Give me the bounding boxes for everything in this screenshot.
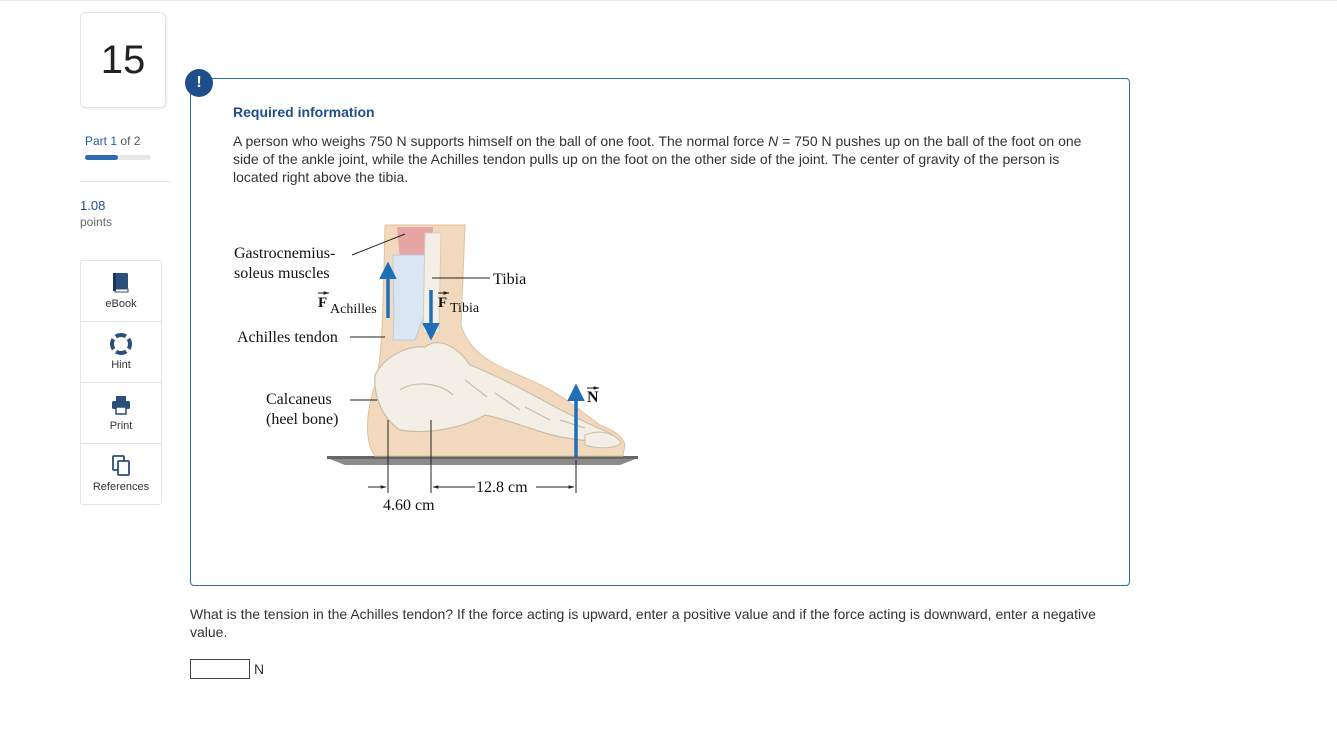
required-info-box bbox=[190, 78, 1130, 586]
copy-icon bbox=[111, 455, 131, 477]
top-border bbox=[0, 0, 1337, 1]
hint-button[interactable]: Hint bbox=[81, 322, 161, 383]
points-value: 1.08 bbox=[80, 198, 106, 213]
book-icon bbox=[111, 272, 131, 294]
lifebuoy-icon bbox=[110, 333, 132, 355]
question-number: 15 bbox=[80, 12, 166, 108]
printer-icon bbox=[110, 394, 132, 416]
points-block: 1.08 points bbox=[80, 198, 112, 230]
question-text: What is the tension in the Achilles tend… bbox=[190, 606, 1096, 640]
part-current: 1 bbox=[110, 134, 118, 148]
distance-4-60-label: 4.60 cm bbox=[383, 497, 435, 514]
points-label: points bbox=[80, 215, 113, 229]
distance-12-8-label: 12.8 cm bbox=[476, 479, 528, 496]
tibia-label: Tibia bbox=[493, 271, 526, 288]
foot-diagram-svg: Gastrocnemius- soleus muscles Tibia F Ac… bbox=[234, 224, 638, 514]
muscle-tissue bbox=[397, 227, 433, 260]
alert-icon: ! bbox=[185, 69, 213, 97]
required-info-text: A person who weighs 750 N supports himse… bbox=[233, 132, 1103, 186]
ebook-label: eBook bbox=[105, 298, 137, 310]
hint-label: Hint bbox=[111, 359, 131, 371]
references-button[interactable]: References bbox=[81, 444, 161, 504]
sidebar-divider bbox=[80, 181, 170, 182]
print-label: Print bbox=[109, 420, 133, 432]
ebook-button[interactable]: eBook bbox=[81, 261, 161, 322]
gastrocnemius-label-line1: Gastrocnemius- bbox=[234, 245, 335, 262]
normal-force-label: N bbox=[587, 389, 599, 406]
f-tibia-base: F bbox=[438, 295, 447, 311]
part-progress-fill bbox=[85, 155, 118, 160]
f-tibia-subscript: Tibia bbox=[450, 301, 480, 316]
achilles-tendon-label: Achilles tendon bbox=[237, 329, 338, 346]
answer-row: N bbox=[190, 659, 264, 679]
references-label: References bbox=[92, 481, 150, 493]
print-button[interactable]: Print bbox=[81, 383, 161, 444]
text-before-n: A person who weighs 750 N supports himse… bbox=[233, 133, 769, 149]
part-of: of 2 bbox=[120, 134, 141, 148]
text-after-n: = 750 N pushes up on the ball of the foo… bbox=[233, 133, 1082, 185]
gastrocnemius-label-line2: soleus muscles bbox=[234, 265, 330, 282]
f-achilles-subscript: Achilles bbox=[330, 302, 377, 317]
part-indicator: Part 1 of 2 bbox=[85, 134, 140, 148]
f-achilles-base: F bbox=[318, 295, 327, 311]
answer-input[interactable] bbox=[190, 659, 250, 679]
calcaneus-label-line2: (heel bone) bbox=[266, 411, 338, 428]
part-label: Part bbox=[85, 134, 108, 148]
part-progress-bar bbox=[85, 155, 151, 160]
answer-unit: N bbox=[254, 661, 265, 677]
ground-surface bbox=[327, 458, 638, 465]
normal-force-symbol: N bbox=[768, 133, 779, 149]
calcaneus-label-line1: Calcaneus bbox=[266, 391, 332, 408]
tools-panel: eBook Hint Print References bbox=[80, 260, 162, 505]
foot-force-diagram: Gastrocnemius- soleus muscles Tibia F Ac… bbox=[225, 215, 655, 525]
required-info-title: Required information bbox=[233, 104, 375, 120]
